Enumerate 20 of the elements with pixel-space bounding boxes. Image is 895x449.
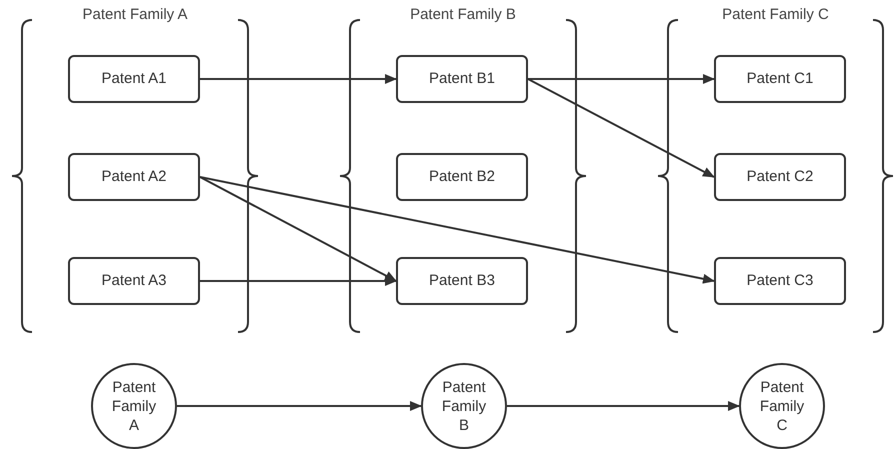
arrow xyxy=(200,176,397,282)
patent-box: Patent C3 xyxy=(714,257,846,305)
arrow xyxy=(200,176,715,284)
arrow xyxy=(177,401,422,411)
patent-box: Patent A2 xyxy=(68,153,200,201)
arrow xyxy=(200,276,397,286)
patent-box: Patent A1 xyxy=(68,55,200,103)
patent-box: Patent C1 xyxy=(714,55,846,103)
patent-box: Patent A3 xyxy=(68,257,200,305)
group-title: Patent Family A xyxy=(82,5,188,25)
group-title: Patent Family B xyxy=(410,5,516,25)
arrow xyxy=(507,401,740,411)
arrow xyxy=(528,78,715,178)
group-title: Patent Family C xyxy=(722,5,829,25)
patent-box: Patent B2 xyxy=(396,153,528,201)
arrow xyxy=(528,74,715,84)
arrow xyxy=(200,74,397,84)
patent-box: Patent C2 xyxy=(714,153,846,201)
patent-box: Patent B3 xyxy=(396,257,528,305)
patent-box: Patent B1 xyxy=(396,55,528,103)
